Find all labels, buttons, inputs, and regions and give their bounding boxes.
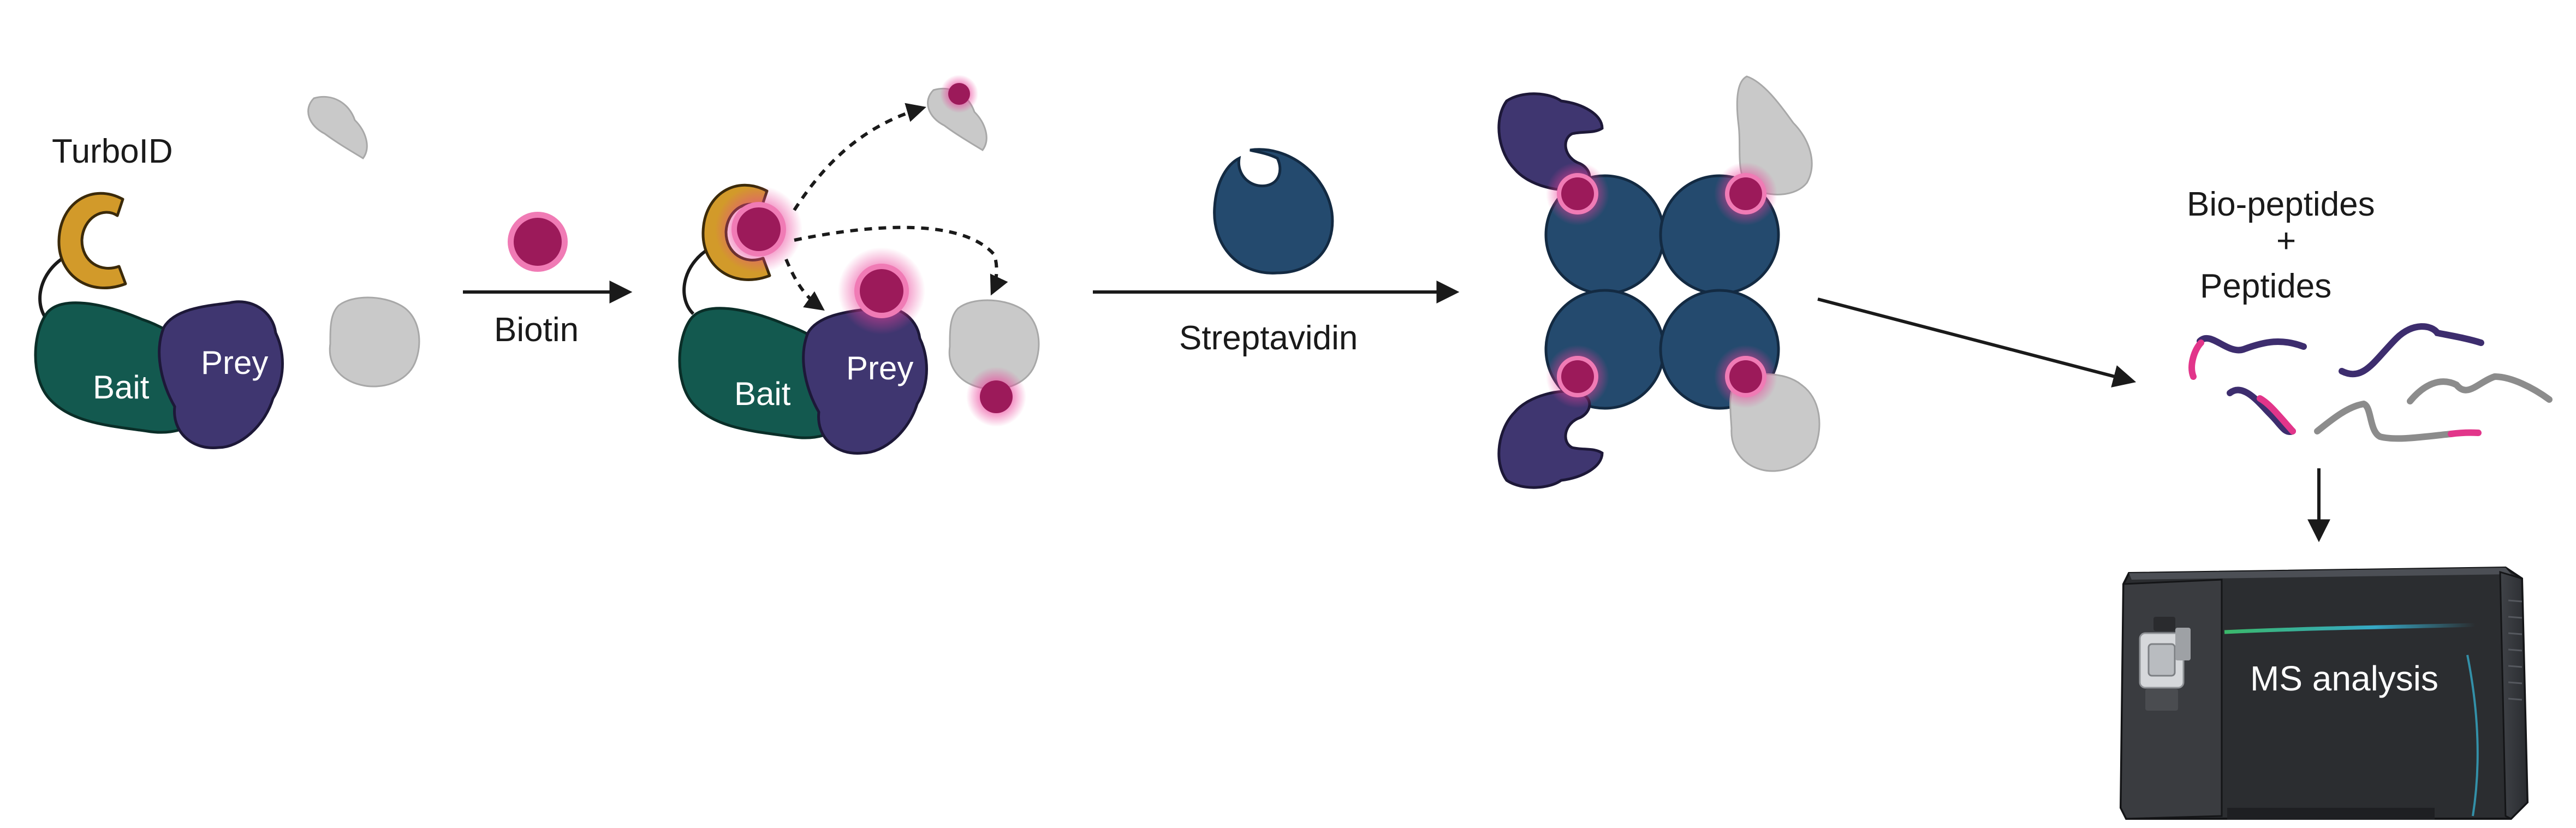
biotin-molecule-icon <box>966 367 1026 427</box>
biotin-molecule-icon <box>715 186 802 273</box>
prey-label: Prey <box>201 344 268 381</box>
bait-label: Bait <box>93 369 150 406</box>
plus-label: + <box>2276 222 2296 260</box>
bait-label: Bait <box>734 376 791 412</box>
peptide-chain-icon <box>2339 323 2484 378</box>
biotin-molecule-icon <box>508 212 568 272</box>
biotin-molecule-icon <box>1714 162 1777 225</box>
peptide-chain-icon <box>2314 400 2482 442</box>
peptide-chain-icon <box>2407 373 2553 404</box>
biotin-label: Biotin <box>494 311 579 349</box>
bio-peptides-label: Bio-peptides <box>2187 186 2375 223</box>
biotin-molecule-icon <box>1714 345 1777 408</box>
peptide-chain-icon <box>2227 386 2296 435</box>
turboid-enzyme-icon <box>57 192 127 290</box>
biotin-molecule-icon <box>838 247 925 335</box>
streptavidin-label: Streptavidin <box>1179 319 1358 357</box>
biotin-molecule-icon <box>1546 345 1609 408</box>
linker-line <box>682 247 711 315</box>
biotin-molecule-icon <box>1546 162 1609 225</box>
peptide-chain-icon <box>2188 335 2307 380</box>
unlabeled-protein-icon <box>329 296 420 388</box>
prey-protein-icon <box>1497 390 1604 489</box>
prey-label: Prey <box>846 350 913 386</box>
stage-3-streptavidin-capture <box>1497 75 1821 489</box>
stage-4-peptides: Bio-peptides + Peptides <box>2187 186 2553 442</box>
stage-2-labeling: Bait Prey <box>678 75 1040 455</box>
streptavidin-tetramer-icon <box>1213 148 1334 275</box>
peptides-label: Peptides <box>2200 267 2331 305</box>
biotin-molecule-icon <box>940 75 978 113</box>
ms-analysis-label: MS analysis <box>2250 659 2438 698</box>
arrow-stage-3-to-4 <box>1817 297 2137 388</box>
dashed-arrow-to-nearby-protein <box>794 225 1008 296</box>
prey-protein-icon <box>158 300 284 449</box>
dashed-arrow-to-distant-protein <box>793 103 926 211</box>
mass-spectrometer-icon: MS analysis <box>2119 566 2529 820</box>
turboid-label: TurboID <box>52 133 173 170</box>
stage-1-complex: Bait Prey TurboID <box>34 133 284 449</box>
dashed-arrow-to-prey <box>784 258 825 311</box>
unlabeled-protein-icon <box>307 96 368 159</box>
